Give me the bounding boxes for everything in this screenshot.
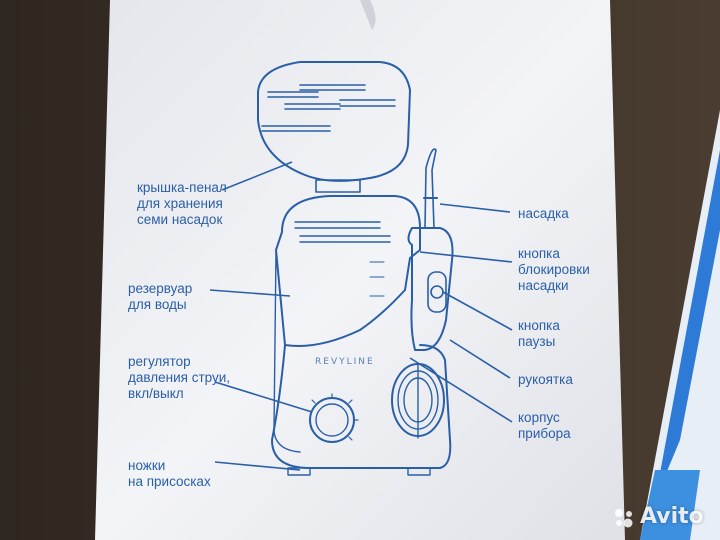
label-reservoir: резервуар для воды	[128, 281, 193, 312]
product-box	[640, 110, 720, 540]
foot-right	[407, 467, 431, 476]
lid-hinge	[315, 179, 361, 193]
avito-watermark: Avito	[640, 504, 704, 529]
nozzle-tip	[424, 148, 437, 229]
label-body: корпус прибора	[518, 410, 571, 441]
label-handle: рукоятка	[518, 372, 573, 387]
handle-button-panel	[427, 271, 447, 313]
handle-outline	[407, 227, 454, 351]
leader-lines	[209, 161, 513, 471]
nozzles-in-lid	[261, 84, 396, 132]
label-feet: ножки на присосках	[128, 458, 211, 489]
avito-logo-icon	[615, 509, 633, 528]
device-brand-text: REVYLINE	[315, 357, 375, 367]
label-pause-button: кнопка паузы	[518, 318, 560, 349]
instruction-sheet	[95, 0, 625, 540]
label-nozzle: насадка	[518, 206, 569, 221]
product-box-stripe	[655, 150, 720, 500]
body-outline	[275, 195, 421, 347]
label-lid-case: крышка-пенал для хранения семи насадок	[137, 180, 227, 227]
label-pressure-regulator: регулятор давления струи, вкл/выкл	[128, 354, 231, 401]
label-lock-button: кнопка блокировки насадки	[518, 246, 590, 293]
device-drawing	[257, 61, 454, 476]
lid-outline	[257, 61, 411, 182]
volume-scale	[369, 261, 385, 297]
foot-left	[287, 467, 311, 476]
